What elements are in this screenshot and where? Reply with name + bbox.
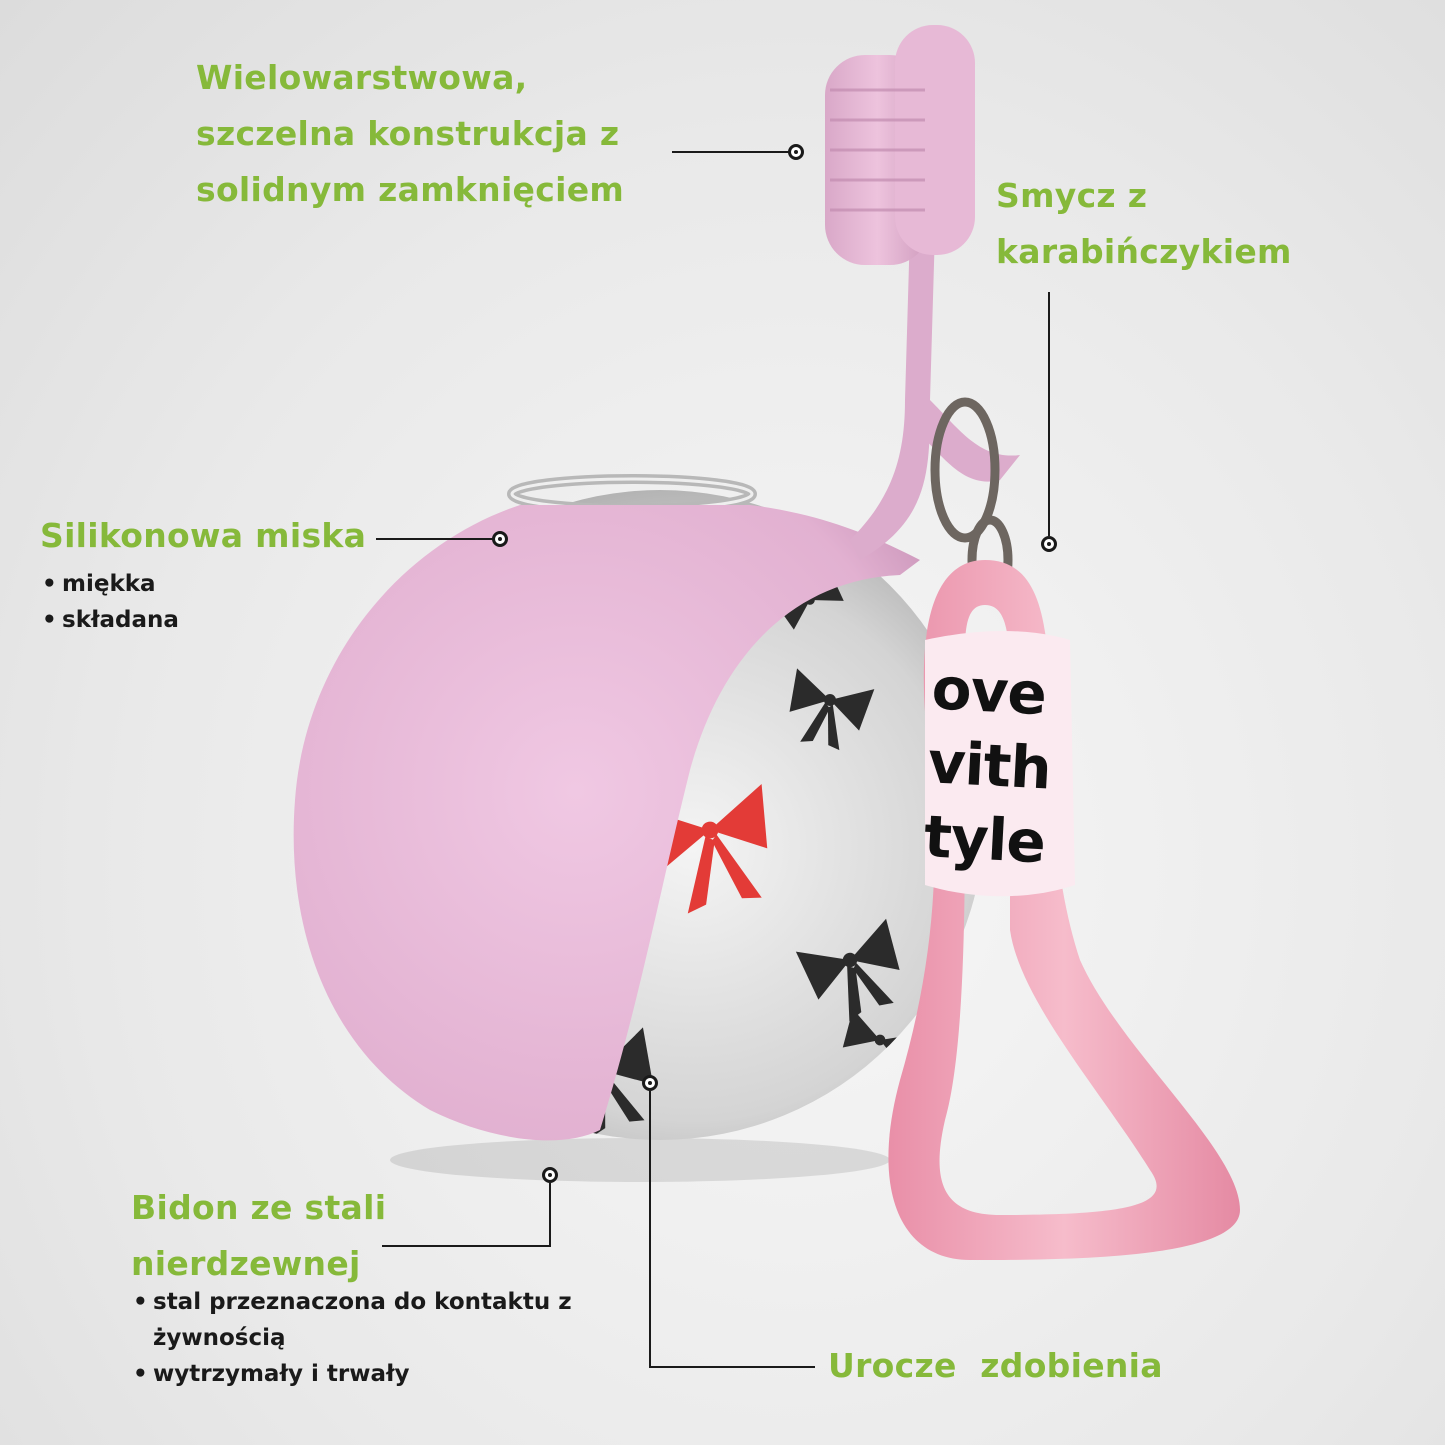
ball-shadow (390, 1138, 890, 1182)
leash-label: Smycz z karabińczykiem (996, 168, 1292, 280)
tag-line: tyle (922, 802, 1047, 877)
bottle-bullet-text: żywnością (153, 1325, 286, 1351)
decor-callout-line-v (649, 1091, 651, 1367)
lid-label: Wielowarstwowa, szczelna konstrukcja z s… (196, 50, 624, 218)
decor-callout-line-h (649, 1366, 815, 1368)
bowl-label: Silikonowa miska (40, 516, 367, 555)
lid-callout-dot (788, 144, 804, 160)
bowl-callout-dot (492, 531, 508, 547)
bottle-bullets: stal przeznaczona do kontaktu z żywności… (131, 1284, 572, 1392)
bottle-bullet: wytrzymały i trwały (131, 1356, 572, 1392)
bottle-callout-dot (542, 1167, 558, 1183)
lid-label-line: solidnym zamknięciem (196, 170, 625, 209)
bottle-label-line: Bidon ze stali (131, 1188, 387, 1227)
bow-icon (789, 668, 875, 751)
tag-text: ove vith tyle (922, 651, 1078, 880)
bowl-bullet: składana (40, 602, 179, 638)
bow-icon (795, 918, 900, 1022)
bottle-callout-line-v (549, 1183, 551, 1247)
bottle-bullet: stal przeznaczona do kontaktu z żywności… (131, 1284, 572, 1356)
lid-label-line: Wielowarstwowa, (196, 58, 528, 97)
leash-callout-line (1048, 292, 1050, 536)
leash-label-line: Smycz z (996, 176, 1148, 215)
leash-label-line: karabińczykiem (996, 232, 1292, 271)
tag-line: vith (926, 728, 1053, 803)
bowl-bullet: miękka (40, 566, 179, 602)
tag-line: ove (930, 654, 1048, 729)
fabric-tag (925, 631, 1075, 897)
bottle-label: Bidon ze stali nierdzewnej (131, 1180, 386, 1292)
rope-leash (888, 560, 1240, 1260)
bowl-callout-line (376, 538, 494, 540)
bottle-bullet-text: stal przeznaczona do kontaktu z (153, 1289, 572, 1315)
bottle-callout-line-h (382, 1245, 551, 1247)
bowl-bullets: miękka składana (40, 566, 179, 638)
silicone-strap (850, 230, 935, 560)
lid-callout-line (672, 151, 790, 153)
silicone-bowl (293, 505, 920, 1141)
decor-label: Urocze zdobienia (828, 1346, 1163, 1385)
bottle-label-line: nierdzewnej (131, 1244, 361, 1283)
leash-callout-dot (1041, 536, 1057, 552)
threaded-cap (825, 25, 975, 265)
lid-label-line: szczelna konstrukcja z (196, 114, 620, 153)
decor-callout-dot (642, 1075, 658, 1091)
